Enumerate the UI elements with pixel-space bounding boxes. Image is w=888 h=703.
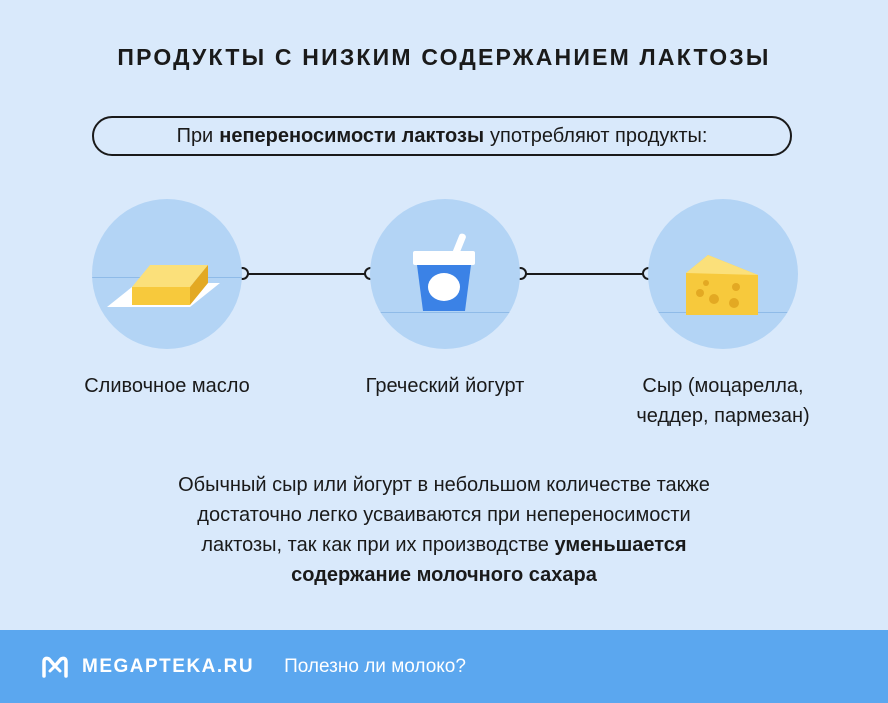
yogurt-icon bbox=[413, 233, 475, 311]
page-title: ПРОДУКТЫ С НИЗКИМ СОДЕРЖАНИЕМ ЛАКТОЗЫ bbox=[117, 44, 771, 70]
connector-line bbox=[245, 273, 369, 275]
product-label-butter: Сливочное масло bbox=[84, 375, 250, 397]
note-paragraph: Обычный сыр или йогурт в небольшом колич… bbox=[0, 470, 888, 590]
note-line: достаточно легко усваиваются при неперен… bbox=[197, 504, 691, 526]
note-line: Обычный сыр или йогурт в небольшом колич… bbox=[178, 474, 710, 496]
intro-suffix: употребляют продукты: bbox=[490, 124, 708, 147]
table-line bbox=[370, 312, 520, 313]
note-line: содержание молочного сахара bbox=[291, 564, 597, 586]
megapteka-logo-icon[interactable] bbox=[40, 654, 70, 680]
note-line: лактозы, так как при их производстве уме… bbox=[201, 534, 687, 556]
product-circle-yogurt bbox=[370, 199, 520, 349]
intro-bold: непереносимости лактозы bbox=[219, 124, 485, 147]
product-circle-cheese bbox=[648, 199, 798, 349]
intro-banner: При непереносимости лактозы употребляют … bbox=[92, 116, 792, 156]
brand-name[interactable]: MEGAPTEKA.RU bbox=[82, 655, 255, 677]
product-label-cheese: Сыр (моцарелла, чеддер, пармезан) bbox=[636, 375, 810, 427]
product-circle-butter bbox=[92, 199, 242, 349]
intro-prefix: При bbox=[176, 124, 214, 147]
article-link[interactable]: Полезно ли молоко? bbox=[284, 655, 466, 677]
cheese-icon bbox=[686, 255, 758, 315]
product-label-yogurt: Греческий йогурт bbox=[365, 375, 525, 397]
connector-line bbox=[522, 273, 646, 275]
butter-icon bbox=[107, 265, 220, 307]
footer-bar: MEGAPTEKA.RU Полезно ли молоко? bbox=[0, 630, 888, 703]
